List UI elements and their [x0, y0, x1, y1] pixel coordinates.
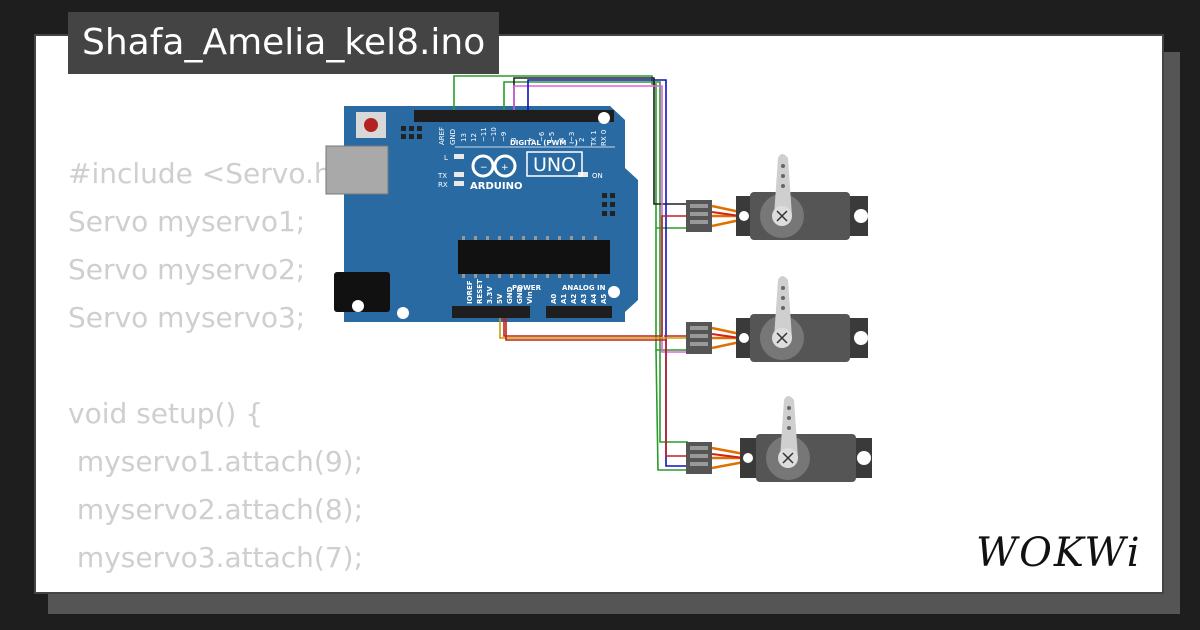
- pin-label: ~5: [548, 132, 556, 142]
- led-rx-label: RX: [438, 181, 448, 189]
- pin-label: 8: [510, 138, 518, 142]
- pin-label: A0: [550, 294, 558, 304]
- pin-label: 3.3V: [486, 286, 494, 304]
- uno-badge: [526, 151, 583, 177]
- pin-label: AREF: [438, 127, 446, 145]
- code-line: Servo myservo2;: [68, 253, 306, 286]
- pin-label: 13: [460, 133, 468, 142]
- pin-label: GND: [506, 286, 514, 304]
- usb-port: [325, 145, 389, 195]
- pin-label: A3: [580, 294, 588, 304]
- wokwi-logo: WOKWi: [976, 530, 1142, 576]
- code-line: void setup() {: [68, 397, 264, 430]
- pin-label: A2: [570, 294, 578, 304]
- board-model: UNO: [533, 154, 576, 176]
- code-line: myservo1.attach(9);: [68, 445, 363, 478]
- wire-5v-servo3[interactable]: [505, 318, 688, 457]
- pin-label: A4: [590, 294, 598, 304]
- wires: [453, 75, 688, 471]
- project-title: Shafa_Amelia_kel8.ino: [68, 12, 500, 74]
- led-l-label: L: [444, 154, 448, 162]
- pin-label: RESET: [476, 279, 484, 304]
- wire-gnd-4[interactable]: [503, 81, 688, 443]
- pin-label: ~9: [500, 132, 508, 142]
- wire-gnd-3[interactable]: [655, 349, 688, 471]
- pin-label: TX 1: [590, 130, 598, 147]
- pin-label: ~6: [538, 131, 546, 142]
- digital-header: [414, 110, 614, 122]
- wire-signal-servo3[interactable]: [527, 79, 688, 467]
- svg-text:−: −: [480, 163, 488, 173]
- wire-signal-servo2[interactable]: [513, 85, 688, 353]
- pin-label: 4: [558, 137, 566, 142]
- servo-2[interactable]: [686, 276, 868, 362]
- pin-label: 12: [470, 133, 478, 142]
- pin-label: ~3: [568, 132, 576, 142]
- analog-header: [546, 306, 612, 318]
- svg-text:+: +: [501, 163, 509, 173]
- board-brand: ARDUINO: [470, 181, 522, 192]
- power-header-label: POWER: [512, 284, 542, 292]
- pin-label: 5V: [496, 293, 504, 304]
- pin-label: A1: [560, 294, 568, 304]
- arduino-infinity-icon: [471, 154, 517, 178]
- pin-label: IOREF: [466, 280, 474, 304]
- power-jack: [334, 272, 390, 312]
- pin-label: 2: [578, 138, 586, 142]
- pin-label: 7: [528, 138, 536, 142]
- analog-header-label: ANALOG IN: [562, 284, 606, 292]
- code-line: myservo3.attach(7);: [68, 541, 363, 574]
- led-tx-label: TX: [437, 172, 447, 180]
- pin-label: GND: [516, 286, 524, 304]
- code-line: Servo myservo1;: [68, 205, 306, 238]
- pin-label: ~10: [490, 127, 498, 142]
- digital-header-label: DIGITAL (PWM ~): [510, 139, 578, 147]
- servo-1[interactable]: [686, 154, 868, 240]
- pin-label: RX 0: [600, 130, 608, 146]
- wire-5v[interactable]: [499, 318, 688, 339]
- pin-label: A5: [600, 294, 608, 304]
- arduino-uno-board[interactable]: L TX RX ON − + UNO ARDUINO DIGITAL (PWM …: [325, 106, 638, 322]
- code-line: Servo myservo3;: [68, 301, 306, 334]
- pin-label: GND: [449, 129, 457, 145]
- pin-label: Vin: [526, 291, 534, 304]
- led-on-label: ON: [592, 172, 603, 180]
- code-line: myservo2.attach(8);: [68, 493, 363, 526]
- atmega-chip: [458, 240, 610, 274]
- wire-5v-servo1[interactable]: [503, 215, 688, 337]
- power-header: [452, 306, 530, 318]
- servo-3[interactable]: [686, 396, 872, 482]
- pin-label: ~11: [480, 127, 488, 142]
